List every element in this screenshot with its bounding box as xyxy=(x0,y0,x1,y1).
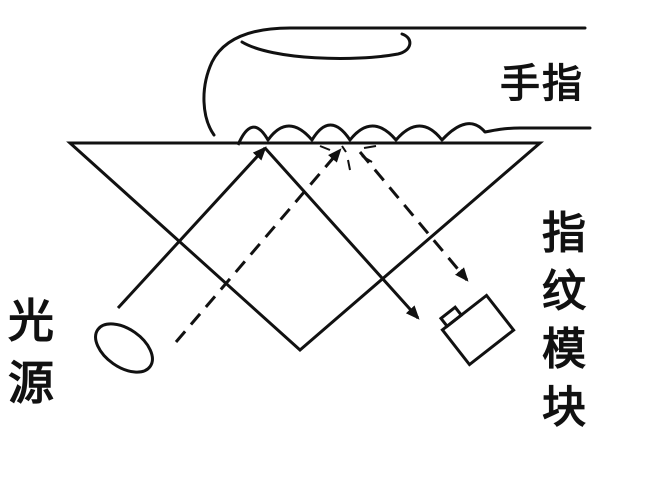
finger-bottom-contour xyxy=(483,126,592,134)
fingerprint-module-label: 指纹模块 xyxy=(542,208,586,433)
incident-light-ray xyxy=(116,146,267,310)
scatter-burst xyxy=(319,145,377,171)
light-source-label: 光源 xyxy=(8,294,54,410)
dashed-reflected-ray xyxy=(358,151,469,282)
sensor-module-icon xyxy=(438,293,516,367)
fingernail xyxy=(240,32,412,60)
finger-label: 手指 xyxy=(500,61,584,107)
finger-outline xyxy=(202,26,587,137)
dashed-incident-ray xyxy=(174,148,342,343)
fingerprint-ridges xyxy=(236,122,487,146)
reflected-light-ray xyxy=(263,146,420,320)
light-source-icon xyxy=(94,322,154,374)
glass-prism xyxy=(66,141,545,352)
